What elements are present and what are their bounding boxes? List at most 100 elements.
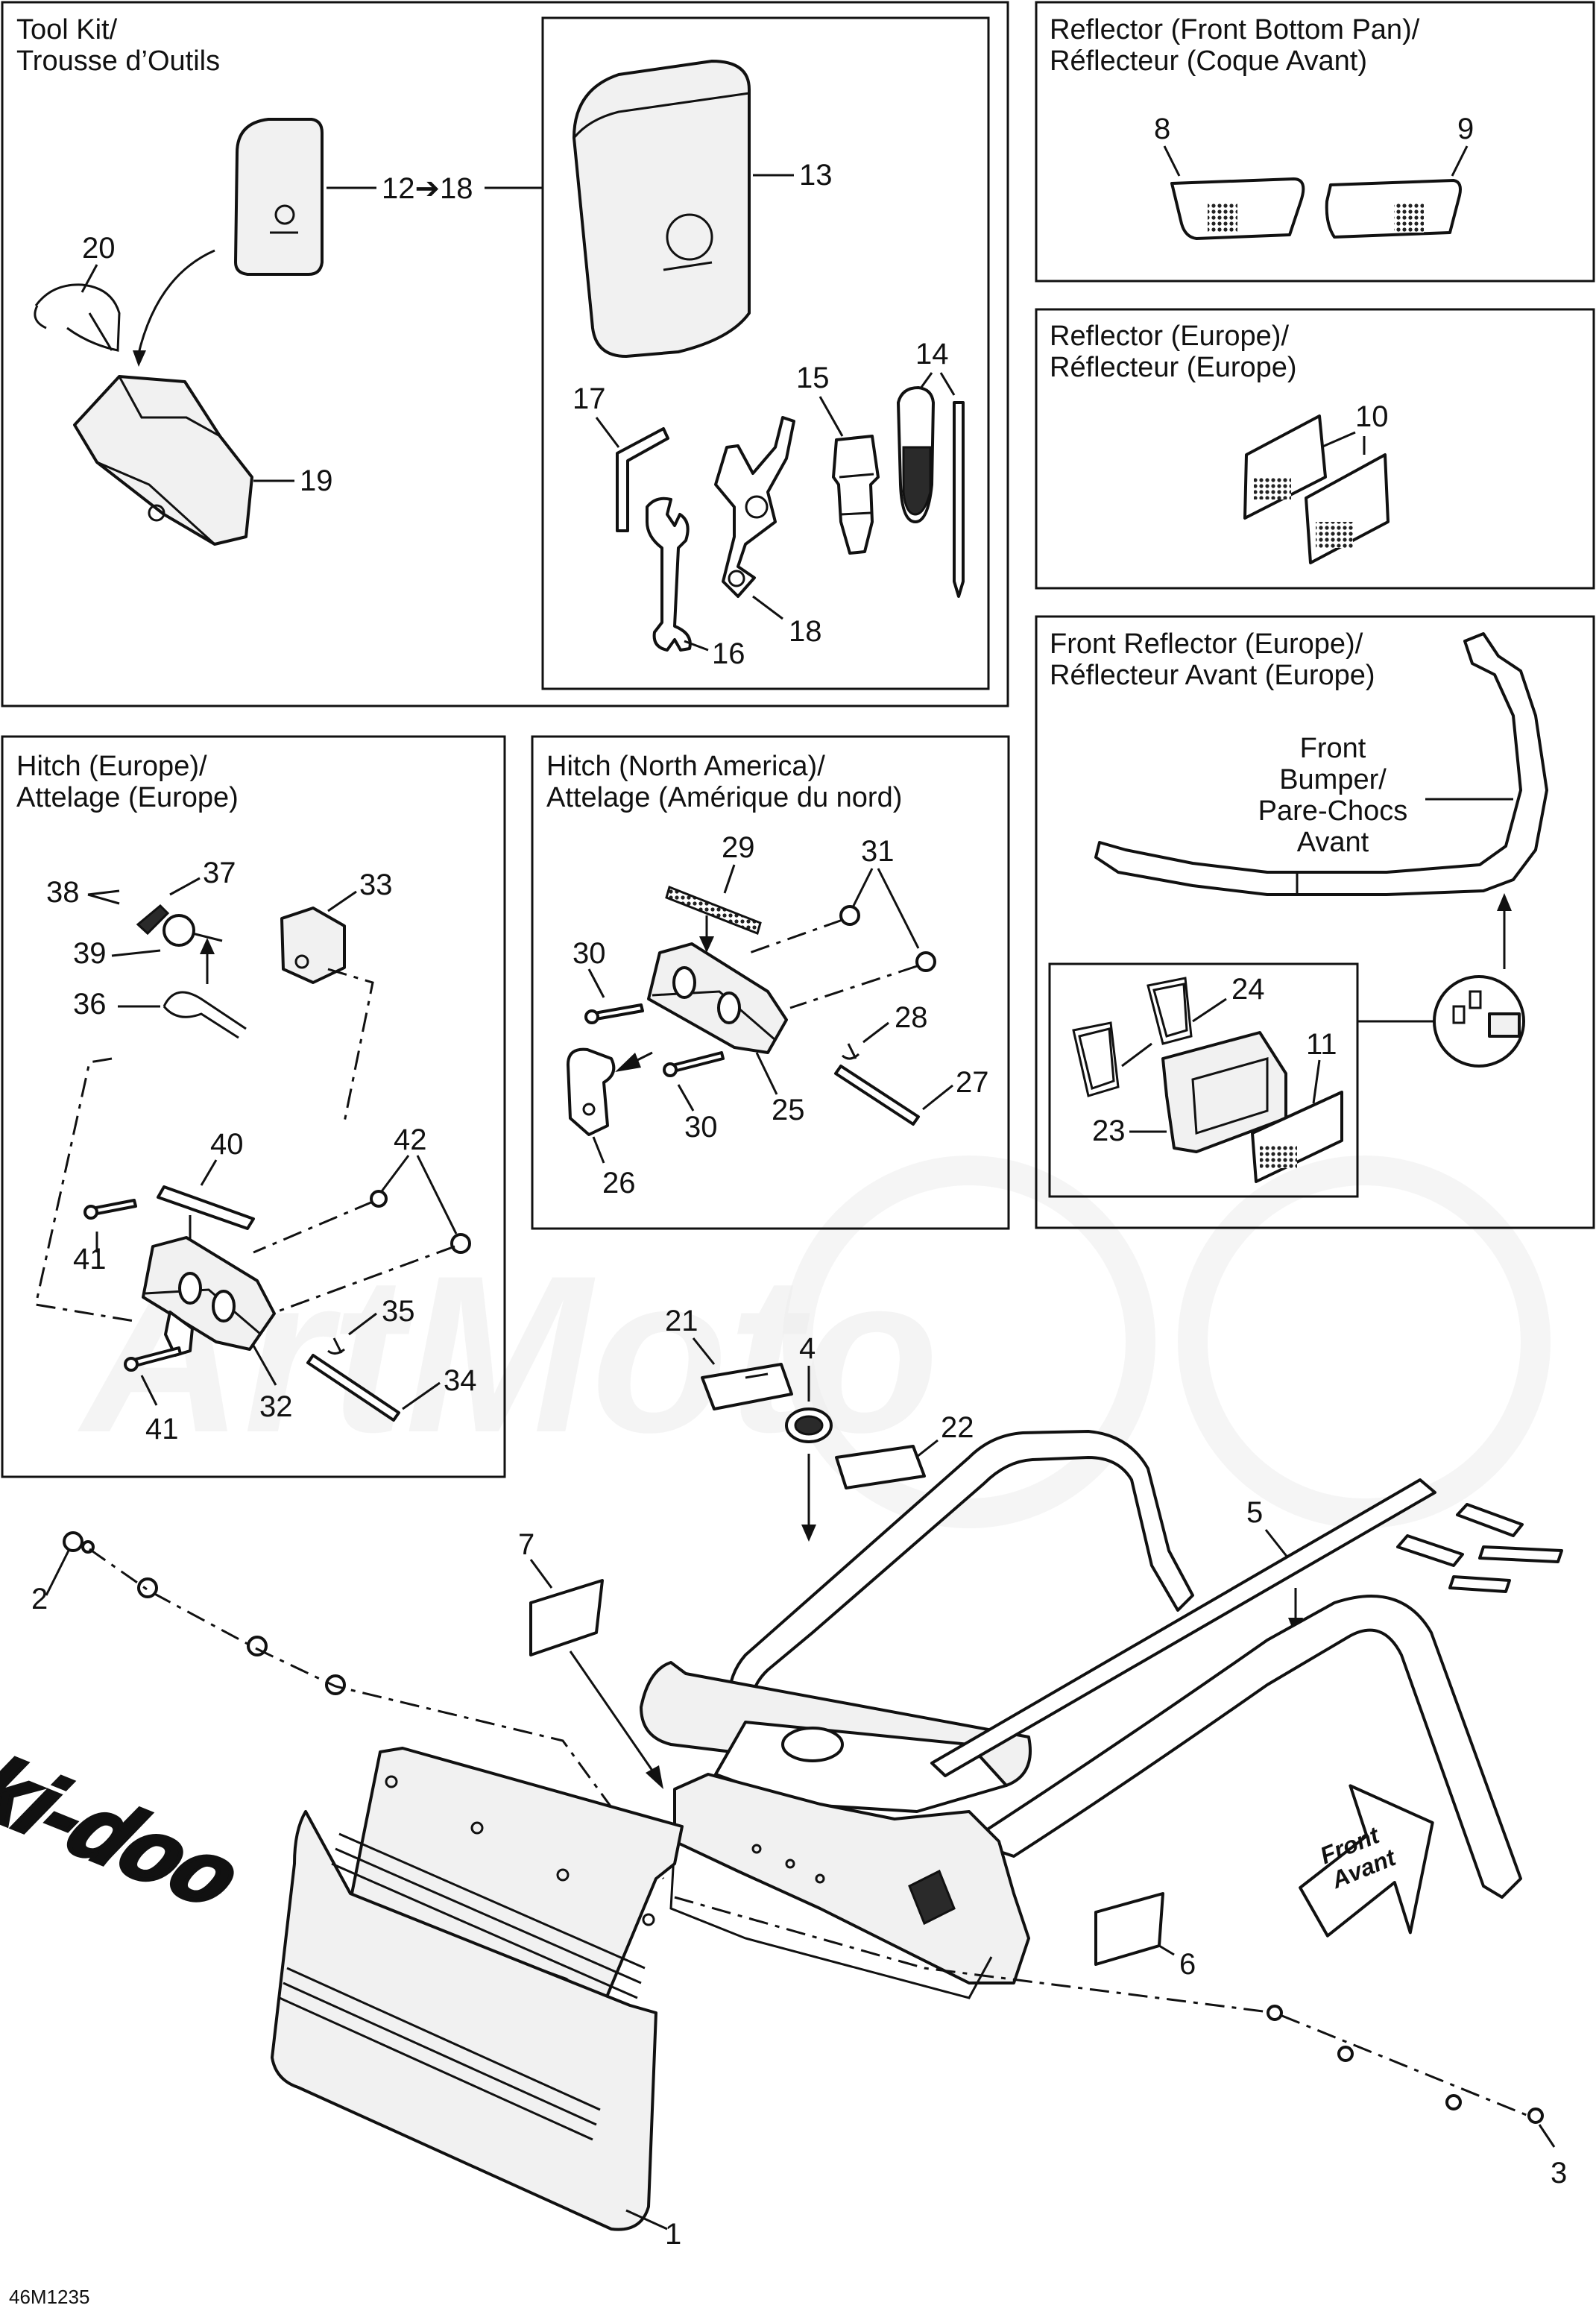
hitch-na-title-fr: Attelage (Amérique du nord) — [546, 782, 902, 813]
hitch-assembly-icon — [142, 1236, 276, 1357]
callout-3: 3 — [1551, 2157, 1567, 2190]
callout-5: 5 — [1246, 1496, 1263, 1529]
panel-hitch-north-america: Hitch (North America)/ Attelage (Amériqu… — [531, 735, 1010, 1230]
multitool-icon — [714, 416, 795, 598]
rivet-icon — [63, 1531, 83, 1552]
callout-42: 42 — [394, 1123, 427, 1156]
panel-front-reflector-europe: Front Reflector (Europe)/ Réflecteur Ava… — [1035, 615, 1595, 1229]
rivet-icon — [1337, 2046, 1354, 2062]
hitch-europe-title-en: Hitch (Europe)/ — [16, 751, 207, 782]
svg-text:Bumper/: Bumper/ — [1279, 764, 1387, 795]
rivet-icon — [325, 1674, 346, 1695]
callout-41b: 41 — [145, 1413, 179, 1446]
tool-bag-icon — [234, 118, 324, 276]
callout-41: 41 — [73, 1243, 107, 1276]
callout-9: 9 — [1457, 113, 1474, 145]
front-reflector-title-en: Front Reflector (Europe)/ — [1050, 628, 1363, 660]
lock-pin-icon — [136, 904, 223, 947]
reflector-left-icon — [1170, 177, 1305, 240]
decal-21-icon — [701, 1363, 793, 1410]
reflector-housing-icon — [1161, 1031, 1287, 1153]
ski-doo-logo: ski-doo — [0, 1721, 260, 1925]
callout-6: 6 — [1179, 1948, 1196, 1981]
callout-36: 36 — [73, 988, 107, 1021]
nut-icon — [915, 951, 936, 972]
r-clip-icon — [163, 991, 247, 1039]
callout-15: 15 — [796, 362, 830, 394]
callout-28: 28 — [895, 1001, 928, 1034]
rivet-icon — [137, 1577, 158, 1598]
callout-29: 29 — [722, 831, 755, 864]
bracket-2-icon — [1072, 1021, 1120, 1097]
hitch-na-title-en: Hitch (North America)/ — [546, 751, 825, 782]
callout-32: 32 — [259, 1390, 293, 1423]
callout-10: 10 — [1355, 400, 1389, 433]
front-bumper-label: Front Bumper/ Pare-Chocs Avant — [1258, 733, 1408, 858]
nut-icon — [370, 1190, 388, 1208]
reflector-europe-title-en: Reflector (Europe)/ — [1050, 321, 1289, 352]
svg-text:Avant: Avant — [1297, 827, 1369, 858]
callout-2: 2 — [31, 1583, 48, 1615]
callout-11: 11 — [1306, 1028, 1337, 1061]
callout-24: 24 — [1231, 973, 1265, 1006]
callout-20: 20 — [82, 232, 116, 265]
tool-kit-title-en: Tool Kit/ — [16, 14, 118, 45]
tool-kit-title-fr: Trousse d’Outils — [16, 45, 220, 77]
drawing-code: 46M1235 — [9, 2286, 89, 2308]
callout-1: 1 — [665, 2218, 681, 2251]
hitch-bracket-icon — [567, 1047, 616, 1136]
callout-40: 40 — [210, 1128, 244, 1161]
callout-26: 26 — [602, 1167, 636, 1199]
hitch-pin-icon — [834, 1065, 920, 1126]
front-chassis — [673, 1773, 1030, 1984]
rivet-icon — [1445, 2094, 1462, 2110]
decal-6-icon — [1094, 1892, 1164, 1966]
reflector-pan-title-en: Reflector (Front Bottom Pan)/ — [1050, 14, 1420, 45]
rear-handle-icon — [968, 1595, 1522, 1899]
callout-23: 23 — [1092, 1115, 1126, 1147]
panel-hitch-europe: Hitch (Europe)/ Attelage (Europe) 38 37 … — [1, 735, 506, 1478]
reflector-europe-title-fr: Réflecteur (Europe) — [1050, 352, 1297, 383]
rivet-icon — [1267, 2005, 1283, 2021]
callout-34: 34 — [444, 1364, 477, 1397]
callout-13: 13 — [799, 159, 833, 192]
callout-18: 18 — [789, 615, 822, 648]
nut-icon — [450, 1233, 471, 1254]
tool-bag-large-icon — [573, 60, 751, 358]
callout-31: 31 — [861, 835, 895, 868]
callout-22: 22 — [941, 1411, 974, 1444]
bracket-1-icon — [1146, 977, 1193, 1045]
nut-icon — [839, 905, 860, 926]
svg-text:Pare-Chocs: Pare-Chocs — [1258, 795, 1408, 827]
screwdriver-icon — [897, 386, 965, 598]
front-reflector-title-fr: Réflecteur Avant (Europe) — [1050, 660, 1375, 691]
hitch-pad-icon — [665, 885, 762, 936]
cotter-pin-icon — [327, 1337, 345, 1355]
callout-14: 14 — [915, 338, 949, 371]
callout-38: 38 — [46, 876, 80, 909]
callout-12-18: 12➔18 — [382, 172, 473, 205]
callout-4: 4 — [799, 1332, 816, 1365]
watermark: ArtMoto — [75, 1156, 1551, 1528]
panel-reflector-front-bottom-pan: Reflector (Front Bottom Pan)/ Réflecteur… — [1035, 1, 1595, 283]
hitch-assembly-icon — [647, 942, 788, 1054]
decal-22-icon — [835, 1445, 926, 1489]
bumper-icon — [1094, 632, 1548, 896]
callout-19: 19 — [300, 464, 333, 497]
callout-17: 17 — [573, 382, 606, 415]
callout-25: 25 — [772, 1094, 805, 1126]
cotter-pin-icon — [841, 1043, 860, 1060]
detail-circle — [1433, 975, 1525, 1068]
callout-39: 39 — [73, 937, 107, 970]
callout-30b: 30 — [684, 1111, 718, 1144]
callout-8: 8 — [1154, 113, 1170, 145]
callout-27: 27 — [956, 1066, 989, 1099]
panel-reflector-europe: Reflector (Europe)/ Réflecteur (Europe) … — [1035, 308, 1595, 590]
callout-7: 7 — [518, 1528, 534, 1561]
allen-key-icon — [616, 427, 669, 532]
mudflap-icon: ski-doo — [0, 1718, 684, 2231]
decal-strip-icon — [930, 1478, 1436, 1777]
hitch-pin-icon — [306, 1354, 400, 1422]
wrench-icon — [646, 496, 692, 652]
